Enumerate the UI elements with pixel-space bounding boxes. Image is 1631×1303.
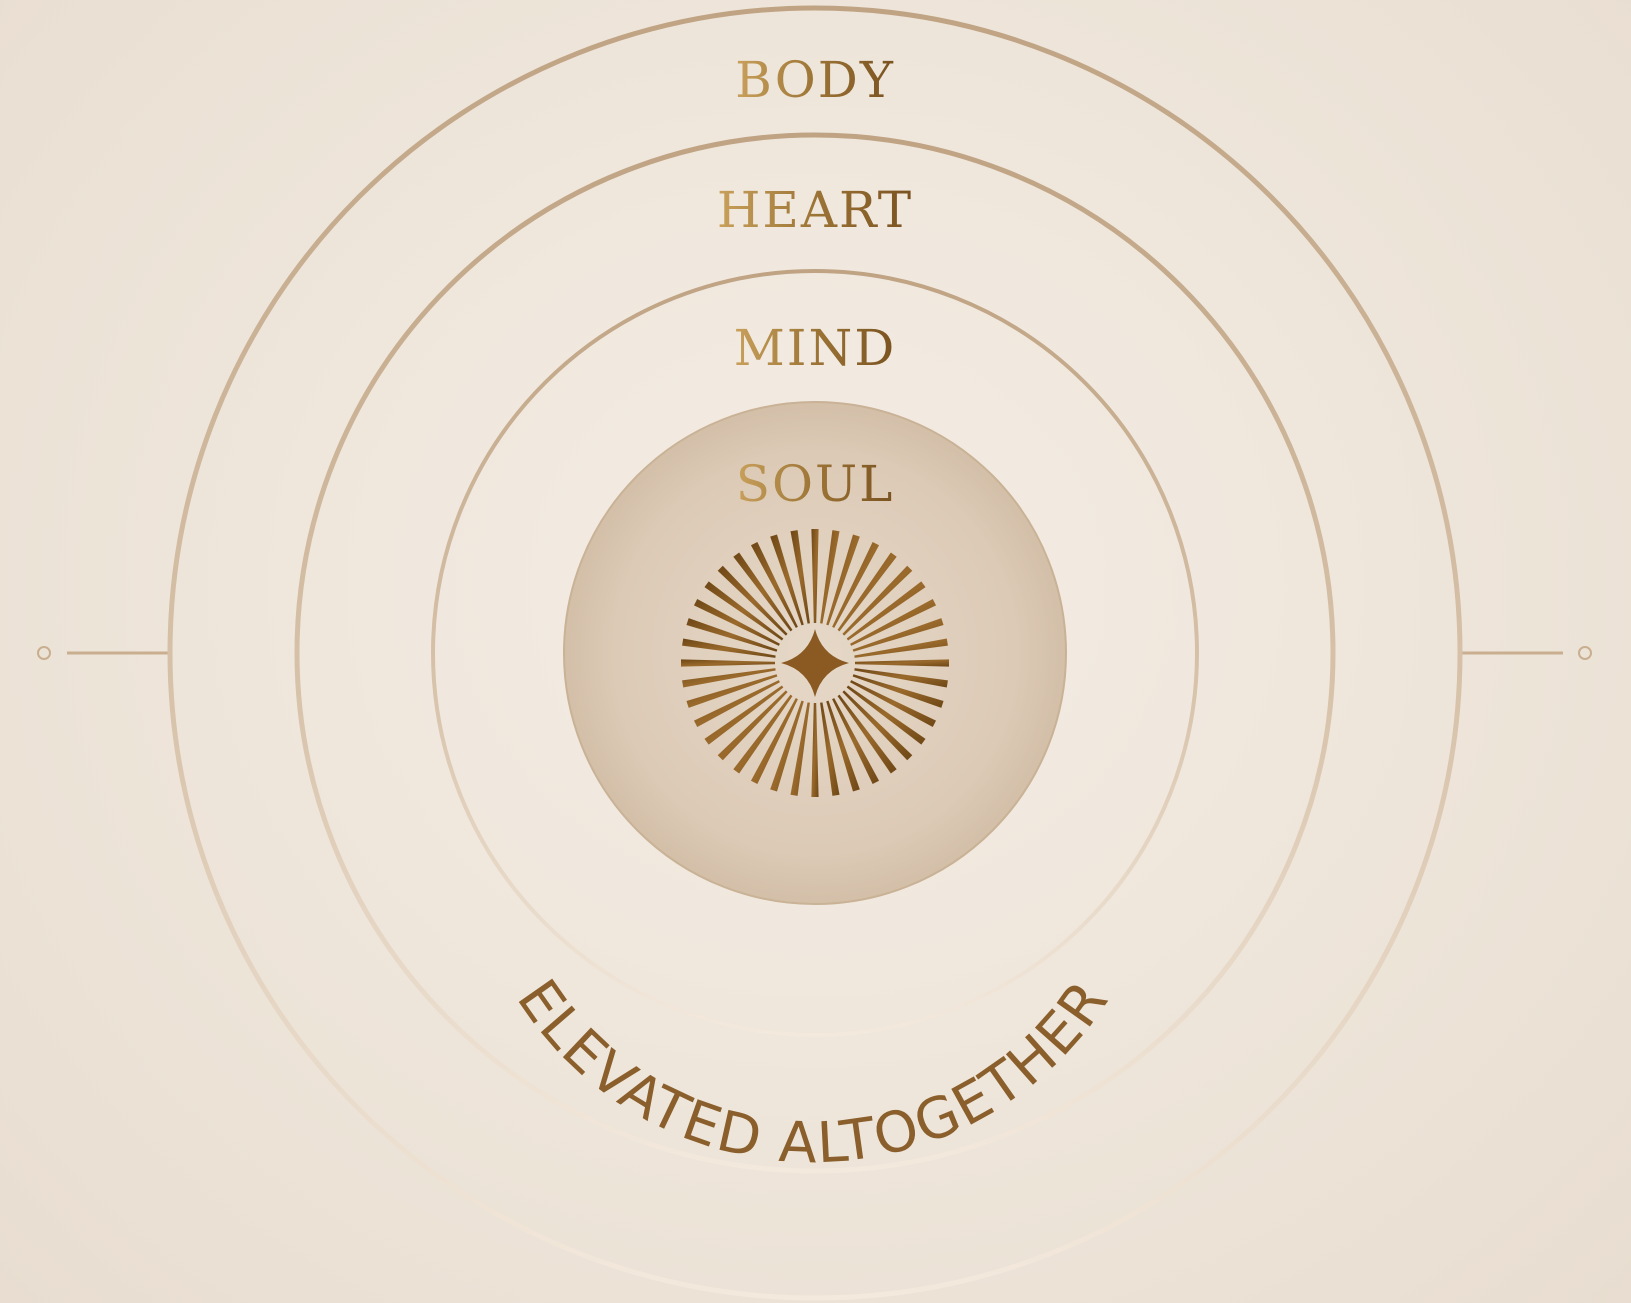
body-label: BODY	[735, 51, 895, 109]
soul-label: SOUL	[736, 455, 895, 513]
tagline: ELEVATED ALTOGETHER	[504, 968, 1122, 1176]
mind-label: MIND	[734, 319, 897, 377]
heart-label: HEART	[717, 181, 913, 239]
left-connector	[38, 647, 170, 659]
right-connector	[1460, 647, 1591, 659]
tagline-text: ELEVATED ALTOGETHER	[504, 968, 1122, 1176]
sunburst-star-icon	[681, 529, 949, 797]
